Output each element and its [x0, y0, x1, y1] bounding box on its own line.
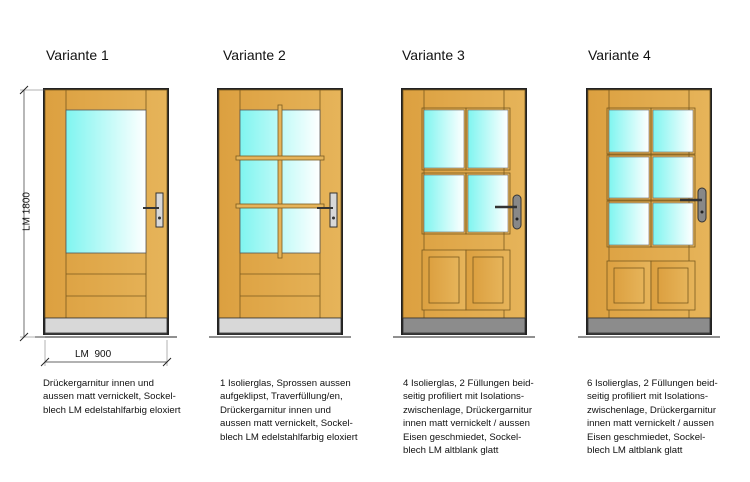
description-line: Drückergarnitur innen und	[43, 378, 154, 389]
handle-plate-icon	[155, 192, 164, 228]
door-panel-inner	[613, 267, 645, 304]
door-panel-inner	[657, 267, 689, 304]
description-line: seitig profiliert mit Isolations-	[587, 391, 709, 403]
glass-pane	[608, 156, 650, 199]
dimension-tick	[19, 332, 29, 342]
variant-3-title: Variante 3	[402, 47, 465, 63]
variant-2-description: 1 Isolierglas, Sprossen aussen aufgeklips…	[220, 377, 390, 444]
width-dimension-label: LM 900	[75, 349, 112, 360]
glass-frame	[465, 107, 511, 171]
handle-plate-icon	[697, 187, 707, 223]
glass-pane	[608, 109, 650, 153]
sprosse	[235, 155, 325, 161]
description-line: 6 Isolierglas, 2 Füllungen beid-	[587, 378, 718, 389]
dimension-tick	[40, 357, 50, 367]
glass-frame	[465, 172, 511, 235]
description-line: zwischenlage, Drückergarnitur	[403, 404, 533, 416]
keyhole-icon	[332, 216, 335, 220]
description-line: zwischenlage, Drückergarnitur	[587, 404, 717, 416]
glass-pane	[423, 174, 465, 233]
description-line: 4 Isolierglas, 2 Füllungen beid-	[403, 378, 534, 389]
dimension-tick	[162, 357, 172, 367]
glass-frame	[650, 107, 696, 155]
description-line: aufgeklipst, Traverfüllung/en,	[220, 391, 343, 403]
glass-pane	[65, 109, 147, 254]
variant-1-description: Drückergarnitur innen und aussen matt ver…	[43, 377, 213, 417]
variant-1-title: Variante 1	[46, 47, 109, 63]
sprosse	[277, 104, 283, 259]
variant-4-description: 6 Isolierglas, 2 Füllungen beid-seitig p…	[587, 377, 750, 457]
glass-frame	[650, 154, 696, 201]
description-line: aussen matt vernickelt, Sockel-	[43, 391, 176, 403]
glass-pane	[467, 109, 509, 169]
glass-frame	[650, 200, 696, 248]
description-line: aussen matt vernickelt, Sockel-	[220, 418, 353, 430]
description-line: Eisen geschmiedet, Sockel-	[587, 431, 706, 443]
kick-plate	[587, 317, 711, 334]
glass-pane	[423, 109, 465, 169]
variant-2-title: Variante 2	[223, 47, 286, 63]
glass-pane	[467, 174, 509, 233]
kick-plate	[402, 317, 526, 334]
kick-plate	[44, 317, 168, 334]
handle-plate-icon	[329, 192, 338, 228]
variant-4-title: Variante 4	[588, 47, 651, 63]
description-line: blech LM edelstahlfarbig eloxiert	[220, 431, 358, 443]
handle-plate-icon	[512, 194, 522, 230]
description-line: Drückergarnitur innen und	[220, 404, 331, 416]
kick-plate	[218, 317, 342, 334]
keyhole-icon	[700, 210, 704, 214]
description-line: innen matt vernickelt / aussen	[403, 418, 530, 430]
description-line: 1 Isolierglas, Sprossen aussen	[220, 378, 351, 389]
keyhole-icon	[515, 217, 519, 221]
door-panel-inner	[472, 256, 504, 304]
keyhole-icon	[158, 216, 161, 220]
description-line: seitig profiliert mit Isolations-	[403, 391, 525, 403]
dimension-tick	[19, 85, 29, 95]
glass-pane	[652, 202, 694, 246]
height-dimension-label: LM 1800	[21, 192, 33, 231]
sprosse	[235, 203, 325, 209]
variant-3-description: 4 Isolierglas, 2 Füllungen beid-seitig p…	[403, 377, 573, 457]
description-line: blech LM altblank glatt	[403, 445, 499, 457]
description-line: innen matt vernickelt / aussen	[587, 418, 714, 430]
glass-pane	[652, 109, 694, 153]
glass-pane	[608, 202, 650, 246]
door-panel-inner	[428, 256, 460, 304]
description-line: blech LM altblank glatt	[587, 445, 683, 457]
glass-pane	[652, 156, 694, 199]
description-line: Eisen geschmiedet, Sockel-	[403, 431, 522, 443]
description-line: blech LM edelstahlfarbig eloxiert	[43, 404, 181, 416]
